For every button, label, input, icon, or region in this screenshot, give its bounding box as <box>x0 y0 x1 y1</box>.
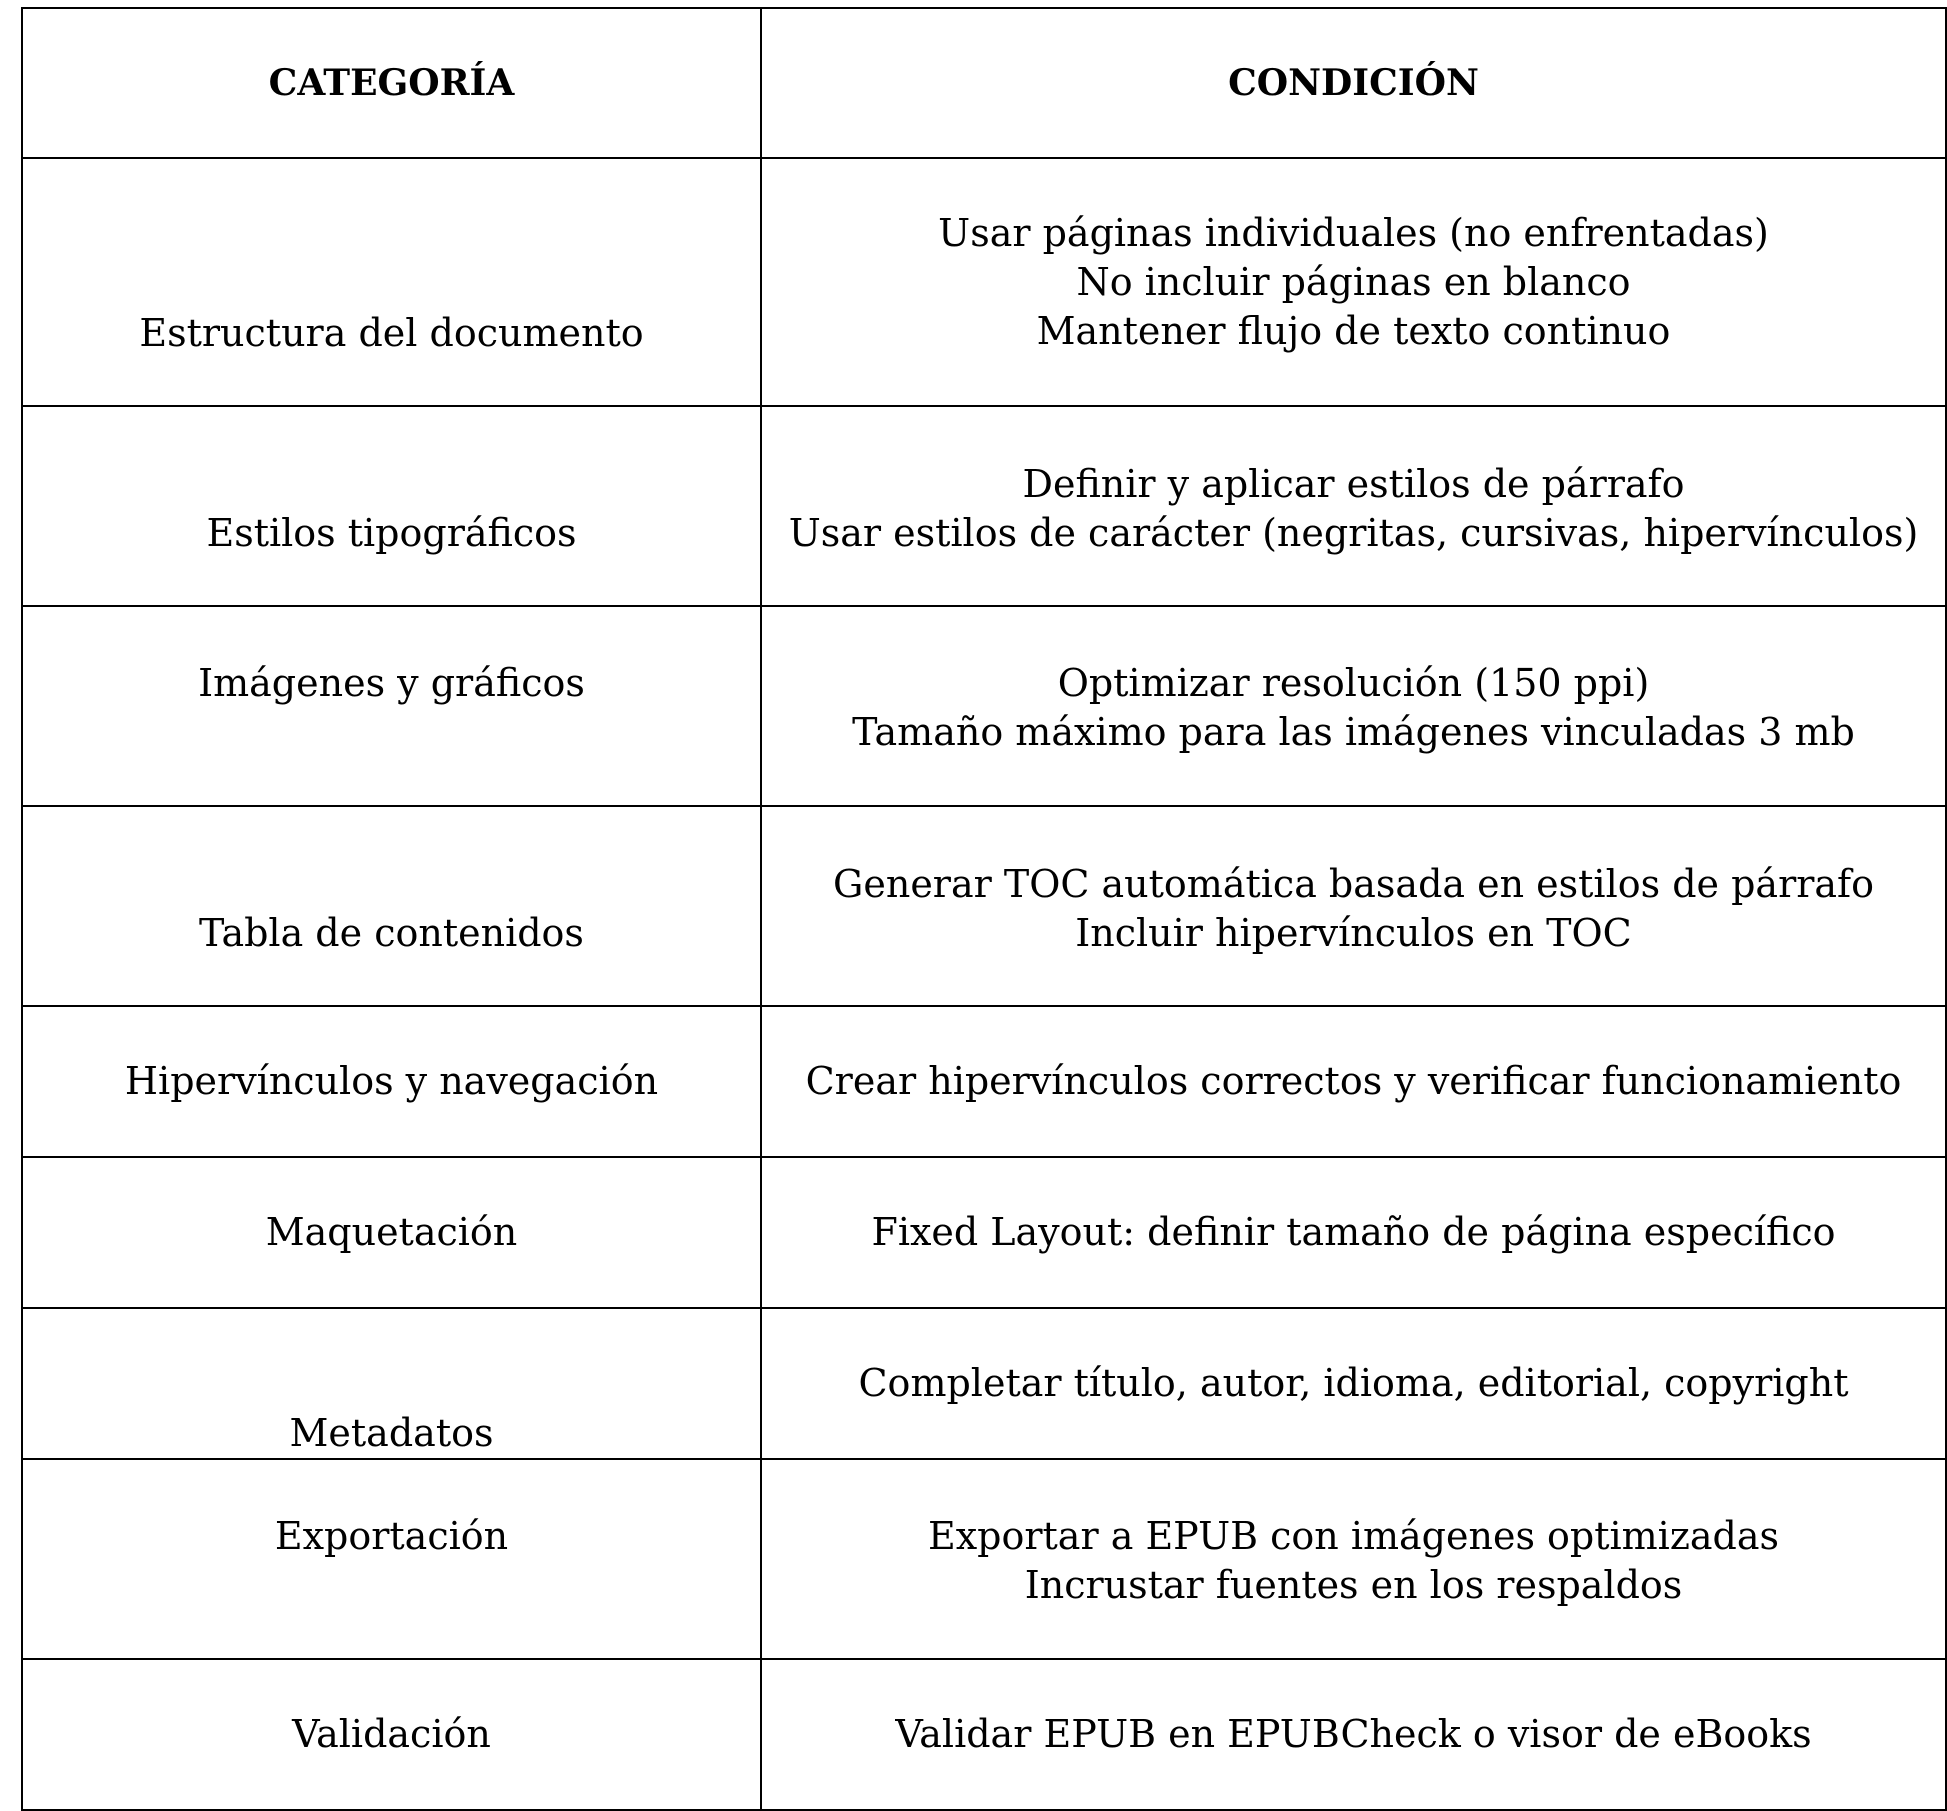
condition-cell: Completar título, autor, idioma, editori… <box>760 1307 1947 1460</box>
category-cell: Estructura del documento <box>21 157 762 407</box>
table-row: Metadatos Completar título, autor, idiom… <box>21 1307 1947 1460</box>
condition-line: Mantener flujo de texto continuo <box>1036 309 1671 353</box>
table-row: Estructura del documento Usar páginas in… <box>21 157 1947 407</box>
table-row: Imágenes y gráficos Optimizar resolución… <box>21 605 1947 807</box>
category-cell: Metadatos <box>21 1307 762 1460</box>
condition-line: Incrustar fuentes en los respaldos <box>1024 1563 1683 1607</box>
condition-line: Exportar a EPUB con imágenes optimizadas <box>928 1514 1779 1558</box>
category-cell: Maquetación <box>21 1156 762 1309</box>
condition-line: Crear hipervínculos correctos y verifica… <box>805 1059 1902 1103</box>
category-cell: Validación <box>21 1658 762 1811</box>
condition-line: Definir y aplicar estilos de párrafo <box>1022 462 1685 506</box>
requirements-table: CATEGORÍA CONDICIÓN Estructura del docum… <box>21 7 1947 1811</box>
category-label: Validación <box>292 1712 491 1756</box>
condition-cell: Validar EPUB en EPUBCheck o visor de eBo… <box>760 1658 1947 1811</box>
condition-line: Tamaño máximo para las imágenes vinculad… <box>852 710 1855 754</box>
condition-cell: Definir y aplicar estilos de párrafo Usa… <box>760 405 1947 607</box>
condition-cell: Fixed Layout: definir tamaño de página e… <box>760 1156 1947 1309</box>
category-label: Hipervínculos y navegación <box>124 1059 659 1103</box>
condition-cell: Optimizar resolución (150 ppi) Tamaño má… <box>760 605 1947 807</box>
table-header-row: CATEGORÍA CONDICIÓN <box>21 7 1947 159</box>
condition-line: Completar título, autor, idioma, editori… <box>858 1361 1849 1405</box>
condition-column-header: CONDICIÓN <box>760 7 1947 159</box>
condition-line: Optimizar resolución (150 ppi) <box>1057 661 1650 705</box>
condition-line: Fixed Layout: definir tamaño de página e… <box>871 1210 1836 1254</box>
condition-line: Usar estilos de carácter (negritas, curs… <box>788 511 1919 555</box>
condition-cell: Usar páginas individuales (no enfrentada… <box>760 157 1947 407</box>
condition-cell: Crear hipervínculos correctos y verifica… <box>760 1005 1947 1158</box>
category-label: Maquetación <box>265 1210 518 1254</box>
condition-line: No incluir páginas en blanco <box>1076 260 1631 304</box>
category-label: Estilos tipográficos <box>206 511 577 555</box>
category-label: Estructura del documento <box>139 311 644 355</box>
condition-cell: Generar TOC automática basada en estilos… <box>760 805 1947 1007</box>
table-row: Exportación Exportar a EPUB con imágenes… <box>21 1458 1947 1660</box>
condition-line: Incluir hipervínculos en TOC <box>1075 911 1632 955</box>
category-label: Metadatos <box>289 1411 494 1455</box>
table-row: Hipervínculos y navegación Crear hiperví… <box>21 1005 1947 1158</box>
table-row: Tabla de contenidos Generar TOC automáti… <box>21 805 1947 1007</box>
category-cell: Tabla de contenidos <box>21 805 762 1007</box>
category-cell: Exportación <box>21 1458 762 1660</box>
category-cell: Imágenes y gráficos <box>21 605 762 807</box>
condition-cell: Exportar a EPUB con imágenes optimizadas… <box>760 1458 1947 1660</box>
category-label: Imágenes y gráficos <box>198 661 585 705</box>
condition-line: Usar páginas individuales (no enfrentada… <box>938 211 1769 255</box>
category-column-header: CATEGORÍA <box>21 7 762 159</box>
category-label: Exportación <box>274 1514 509 1558</box>
table-row: Estilos tipográficos Definir y aplicar e… <box>21 405 1947 607</box>
category-cell: Estilos tipográficos <box>21 405 762 607</box>
condition-line: Generar TOC automática basada en estilos… <box>833 862 1874 906</box>
category-label: Tabla de contenidos <box>199 911 584 955</box>
table-row: Validación Validar EPUB en EPUBCheck o v… <box>21 1658 1947 1811</box>
category-cell: Hipervínculos y navegación <box>21 1005 762 1158</box>
condition-line: Validar EPUB en EPUBCheck o visor de eBo… <box>895 1712 1812 1756</box>
table-row: Maquetación Fixed Layout: definir tamaño… <box>21 1156 1947 1309</box>
